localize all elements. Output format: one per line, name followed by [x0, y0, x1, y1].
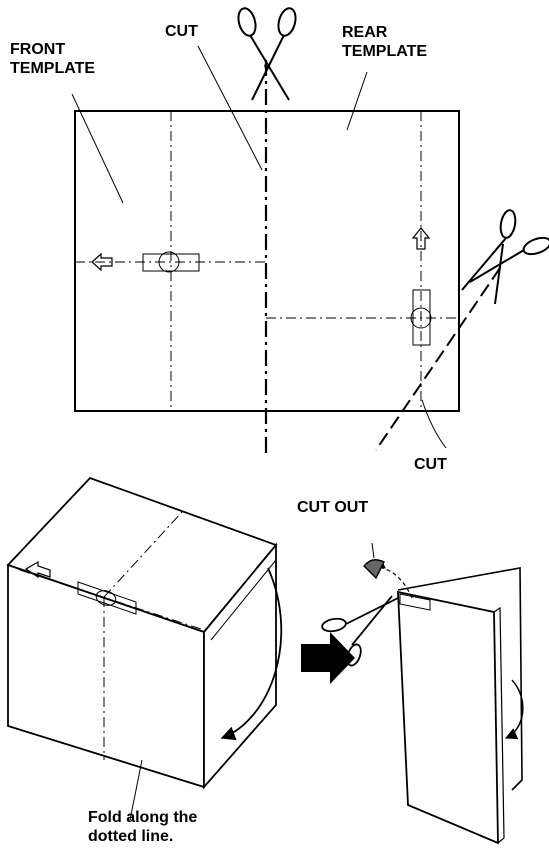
left-arrow-icon — [24, 560, 51, 579]
booklet-slot-mark — [399, 593, 431, 611]
diagonal-cut-line — [375, 267, 501, 451]
folded-horizontal-line — [19, 569, 205, 631]
fold-edge-line — [210, 559, 277, 641]
booklet-front-cover — [397, 590, 499, 845]
front-template-label: FRONT TEMPLATE — [10, 41, 96, 77]
booklet — [363, 542, 524, 845]
fold-instruction-leader — [129, 759, 143, 821]
folded-hole-mark — [95, 590, 117, 606]
front-hole-mark — [158, 251, 180, 273]
cut-right-label: CUT — [414, 456, 447, 473]
cut-right-leader — [421, 399, 447, 449]
left-arrow-icon — [91, 252, 113, 272]
rear-hole-mark — [410, 307, 432, 329]
folded-sheet — [6, 476, 283, 821]
template-sheet — [74, 60, 501, 458]
rear-slot-mark — [412, 289, 431, 346]
cut-top-leader — [197, 45, 263, 171]
booklet-spine — [493, 606, 505, 844]
scissors-icon — [461, 209, 549, 305]
rear-template-label: REAR TEMPLATE — [342, 24, 428, 60]
curved-arrow-icon — [220, 567, 283, 741]
cut-top-label: CUT — [165, 23, 198, 40]
top-leader-lines — [71, 45, 447, 449]
scissors-icon — [237, 7, 297, 101]
curved-arrow-icon — [504, 679, 524, 740]
rear-template-leader — [346, 71, 368, 131]
cut-out-piece — [363, 559, 385, 580]
fold-instruction-label: Fold along the dotted line. — [88, 809, 198, 845]
front-slot-mark — [142, 253, 200, 272]
right-arrow-icon — [301, 632, 355, 684]
folded-slot-mark — [77, 581, 137, 615]
front-template-leader — [71, 93, 124, 204]
fold-side-panel — [203, 542, 277, 790]
cut-out-leader — [371, 542, 375, 559]
cut-out-label: CUT OUT — [297, 499, 369, 516]
up-arrow-icon — [411, 227, 431, 250]
scissors-icon — [321, 595, 399, 667]
